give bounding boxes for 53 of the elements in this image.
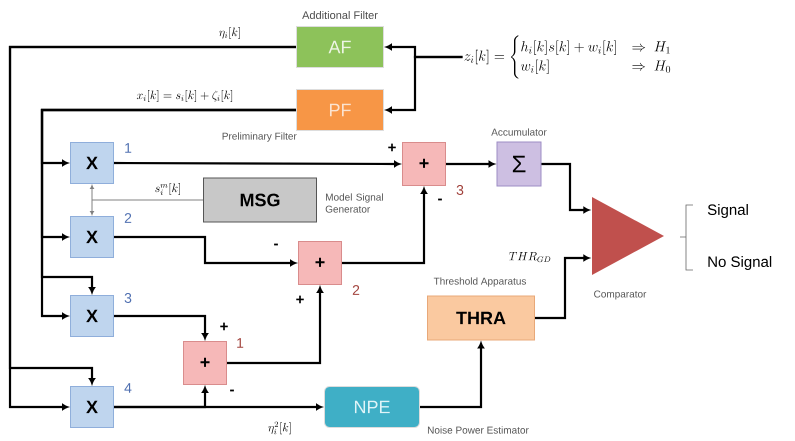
multiplier-box: X [70, 142, 114, 184]
output-label: No Signal [708, 256, 772, 270]
box-number: 4 [124, 383, 132, 393]
edge-label: - [436, 198, 444, 204]
edge-label: $x_i[k] = s_i[k] + \zeta_i[k]$ [136, 89, 234, 103]
multiplier-box: X [70, 295, 114, 337]
edge-label: + [386, 142, 398, 154]
box-caption: Noise Power Estimator [428, 426, 529, 434]
box-number: 3 [456, 185, 464, 195]
adder-box: + [402, 142, 446, 186]
box-caption: Preliminary Filter [222, 132, 297, 142]
equation: $z_i[k] = \begin{cases} h_i[k]s[k] + w_i[k] & \Rightarrow\ H_1 \\ w_i[k] & \Rightarrow\ H_0 \end{cases}$ [464, 35, 670, 79]
adder-box: + [298, 241, 342, 285]
box-caption: Comparator [594, 290, 646, 300]
arrow [420, 342, 484, 408]
edge-label: + [294, 294, 306, 306]
arrow [114, 404, 322, 410]
arrow [386, 56, 463, 114]
box-number: 2 [124, 213, 132, 223]
arrow [90, 200, 204, 215]
arrow [542, 162, 590, 214]
box-heading: Additional Filter [302, 10, 378, 20]
box-number: 1 [237, 338, 244, 348]
arrow [446, 160, 495, 168]
multiplier-box: X [70, 386, 114, 428]
filter-box: PF [296, 89, 384, 131]
arrow [227, 286, 324, 364]
filter-box: AF [296, 26, 384, 68]
arrow [114, 236, 296, 266]
adder-box: + [183, 341, 227, 385]
edge-label: $THR_{GD}$ [508, 251, 552, 263]
arrow [342, 188, 428, 264]
edge-label: + [218, 322, 230, 332]
arrow [114, 314, 208, 340]
box-caption: Accumulator [491, 128, 547, 136]
arrow [535, 254, 590, 320]
box-number: 2 [352, 285, 360, 295]
box-number: 1 [125, 143, 132, 153]
edge-label: $s_i^m[k]$ [154, 182, 182, 196]
arrow [114, 160, 400, 168]
edge-label: - [272, 242, 280, 250]
estimator-box: NPE [324, 386, 420, 428]
box-caption: Model Signal Generator [326, 193, 383, 213]
box-number: 3 [124, 293, 132, 303]
output-label: Signal [708, 204, 748, 218]
box-caption: Threshold Apparatus [434, 277, 526, 287]
edge-label: $\eta_i[k]$ [218, 26, 242, 40]
edge-label: $\eta_i^2[k]$ [267, 420, 294, 436]
edge-label: - [228, 388, 236, 396]
accumulator-box: Σ [496, 142, 542, 186]
multiplier-box: X [70, 216, 114, 258]
generator-box: MSG [203, 178, 317, 222]
threshold-box: THRA [427, 296, 535, 340]
